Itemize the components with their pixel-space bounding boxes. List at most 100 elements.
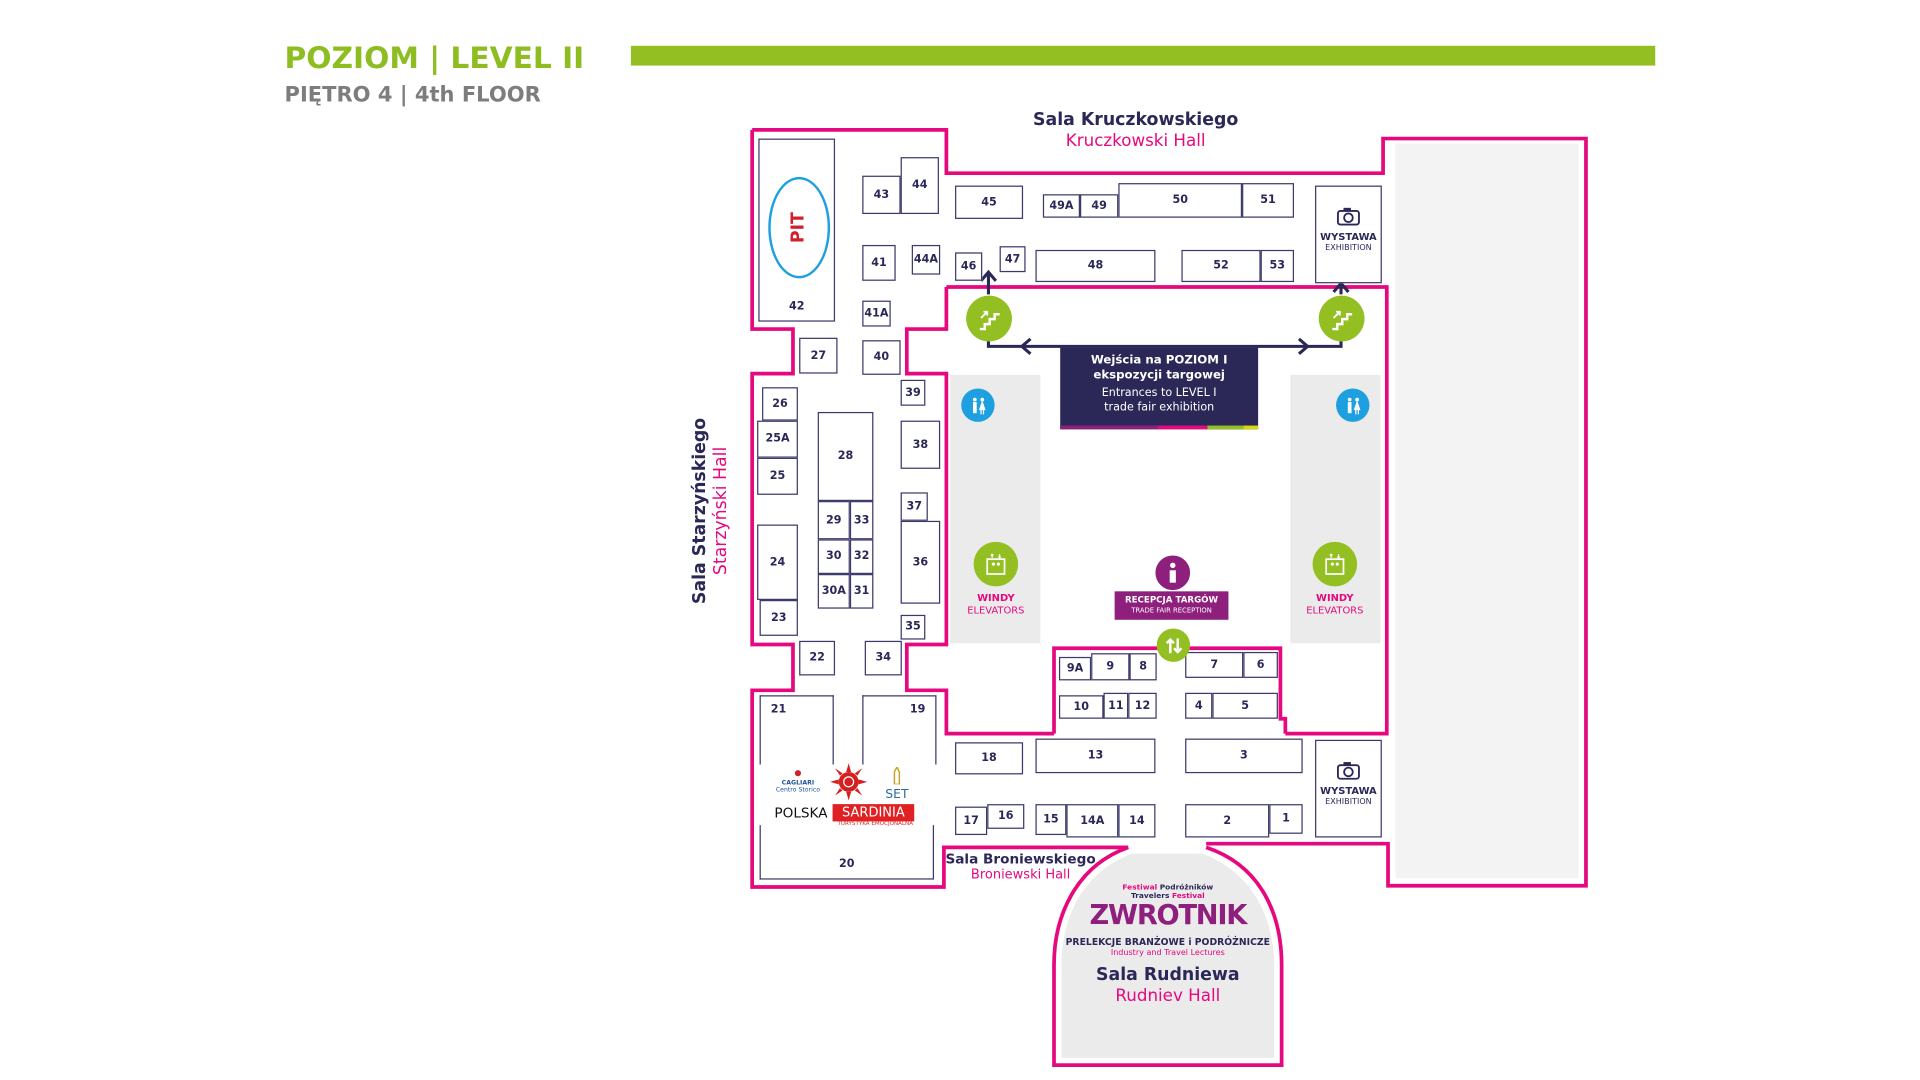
stand-4[interactable]: 4 xyxy=(1185,692,1213,719)
stand-20[interactable]: 20 xyxy=(759,825,935,880)
stand-number: 32 xyxy=(853,550,870,563)
stand-31[interactable]: 31 xyxy=(849,574,874,609)
hall-name-pl: Sala Broniewskiego xyxy=(945,851,1096,868)
stand-41[interactable]: 41 xyxy=(862,244,896,281)
level-title: POZIOM | LEVEL II xyxy=(284,40,585,76)
stand-40[interactable]: 40 xyxy=(862,340,901,375)
stand-30[interactable]: 30 xyxy=(817,539,850,575)
stand-number: 7 xyxy=(1210,658,1219,672)
stand-6[interactable]: 6 xyxy=(1243,651,1278,678)
stand-8[interactable]: 8 xyxy=(1129,653,1157,681)
stand-1[interactable]: 1 xyxy=(1269,804,1303,834)
stand-21[interactable]: 21 xyxy=(759,695,834,765)
entrance-pl-line1: Wejścia na POZIOM I xyxy=(1090,353,1228,368)
stand-32[interactable]: 32 xyxy=(849,539,874,575)
pit-logo: PIT xyxy=(768,176,831,279)
lectures-pl: PRELEKCJE BRANŻOWE i PODRÓŻNICZE xyxy=(1065,936,1270,948)
stand-30a[interactable]: 30A xyxy=(817,574,850,609)
stand-48[interactable]: 48 xyxy=(1035,249,1156,283)
stand-number: 5 xyxy=(1241,699,1250,712)
stand-9a[interactable]: 9A xyxy=(1058,656,1092,681)
stand-41a[interactable]: 41A xyxy=(862,300,891,327)
stand-19[interactable]: 19 xyxy=(862,695,937,765)
stand-12[interactable]: 12 xyxy=(1128,692,1157,719)
stand-43[interactable]: 43 xyxy=(862,175,901,215)
elevators-label-right: WINDY ELEVATORS xyxy=(1292,593,1379,618)
stand-34[interactable]: 34 xyxy=(864,640,902,676)
stand-16[interactable]: 16 xyxy=(987,804,1025,829)
stand-39[interactable]: 39 xyxy=(900,379,926,406)
stand-23[interactable]: 23 xyxy=(759,599,798,636)
stand-number: 27 xyxy=(810,349,827,362)
stand-27[interactable]: 27 xyxy=(799,337,838,374)
stand-11[interactable]: 11 xyxy=(1103,692,1129,719)
stand-36[interactable]: 36 xyxy=(900,520,941,604)
entrance-pl-line2: ekspozycji targowej xyxy=(1093,368,1225,383)
cagliari-logo: CAGLIARI Centro Storico xyxy=(772,769,824,794)
stand-26[interactable]: 26 xyxy=(762,387,798,421)
stand-35[interactable]: 35 xyxy=(900,614,926,640)
stand-52[interactable]: 52 xyxy=(1181,249,1261,283)
stand-45[interactable]: 45 xyxy=(955,185,1024,219)
stairs-icon xyxy=(1318,295,1365,342)
stand-number: 12 xyxy=(1134,699,1151,712)
stand-number: 22 xyxy=(809,651,825,665)
stand-37[interactable]: 37 xyxy=(900,492,928,521)
stand-53[interactable]: 53 xyxy=(1260,249,1295,283)
festival-line2-a: Travelers xyxy=(1130,891,1170,901)
festival-line1-b: Podróżników xyxy=(1159,883,1214,892)
stand-15[interactable]: 15 xyxy=(1035,804,1067,836)
stand-24[interactable]: 24 xyxy=(757,524,798,600)
rudniew-hall: Festiwal Podróżników Travelers Festival … xyxy=(1061,856,1274,1056)
stand-number: 9A xyxy=(1066,662,1084,675)
reception-en: TRADE FAIR RECEPTION xyxy=(1131,607,1212,615)
stand-44[interactable]: 44 xyxy=(900,157,939,215)
stand-number: 18 xyxy=(981,752,997,765)
stand-46[interactable]: 46 xyxy=(955,252,983,281)
hall-name-en: Kruczkowski Hall xyxy=(1065,131,1206,151)
stand-29[interactable]: 29 xyxy=(817,501,850,540)
festival-line1-a: Festiwal xyxy=(1122,883,1158,892)
stand-14[interactable]: 14 xyxy=(1118,804,1156,838)
sardinia-tagline: TURYSTYKA EMOCJONALNA xyxy=(837,821,914,829)
stand-3[interactable]: 3 xyxy=(1185,738,1303,774)
pit-logo-text: PIT xyxy=(789,212,810,244)
stand-number: 21 xyxy=(770,703,787,717)
stand-49a[interactable]: 49A xyxy=(1042,194,1080,218)
stand-18[interactable]: 18 xyxy=(955,742,1024,775)
hall-label-kruczkowski: Sala Kruczkowskiego Kruczkowski Hall xyxy=(1012,110,1259,152)
stand-14a[interactable]: 14A xyxy=(1066,804,1119,838)
stand-5[interactable]: 5 xyxy=(1212,692,1278,719)
stand-number: 15 xyxy=(1043,813,1059,826)
stand-2[interactable]: 2 xyxy=(1185,804,1270,838)
stand-38[interactable]: 38 xyxy=(900,420,941,469)
stand-51[interactable]: 51 xyxy=(1242,183,1295,218)
exhibition-box-bottom[interactable]: WYSTAWA EXHIBITION xyxy=(1315,739,1382,838)
stand-13[interactable]: 13 xyxy=(1035,738,1156,774)
stand-number: 37 xyxy=(906,500,922,513)
stand-49[interactable]: 49 xyxy=(1079,194,1119,218)
stand-22[interactable]: 22 xyxy=(799,640,836,676)
entrance-en-line2: trade fair exhibition xyxy=(1104,402,1215,415)
stand-47[interactable]: 47 xyxy=(999,246,1026,273)
stand-7[interactable]: 7 xyxy=(1185,651,1244,678)
exhibition-box-top[interactable]: WYSTAWA EXHIBITION xyxy=(1315,185,1382,284)
stand-number: 34 xyxy=(875,651,892,665)
stand-28[interactable]: 28 xyxy=(817,411,874,502)
stand-17[interactable]: 17 xyxy=(955,806,988,836)
hall-name-en: Rudniev Hall xyxy=(1115,985,1221,1006)
stand-25a[interactable]: 25A xyxy=(757,420,798,458)
stand-number: 6 xyxy=(1256,658,1265,672)
stand-33[interactable]: 33 xyxy=(849,501,874,540)
stand-9[interactable]: 9 xyxy=(1091,653,1130,681)
stand-25[interactable]: 25 xyxy=(757,457,798,495)
stand-10[interactable]: 10 xyxy=(1058,695,1104,719)
stand-number: 8 xyxy=(1139,660,1147,673)
color-stripe xyxy=(1060,425,1259,430)
stand-number: 14 xyxy=(1129,814,1145,828)
stand-50[interactable]: 50 xyxy=(1118,183,1243,218)
festival-line2-b: Festival xyxy=(1171,891,1205,901)
stand-44a[interactable]: 44A xyxy=(911,244,941,275)
stand-number: 46 xyxy=(960,260,977,273)
